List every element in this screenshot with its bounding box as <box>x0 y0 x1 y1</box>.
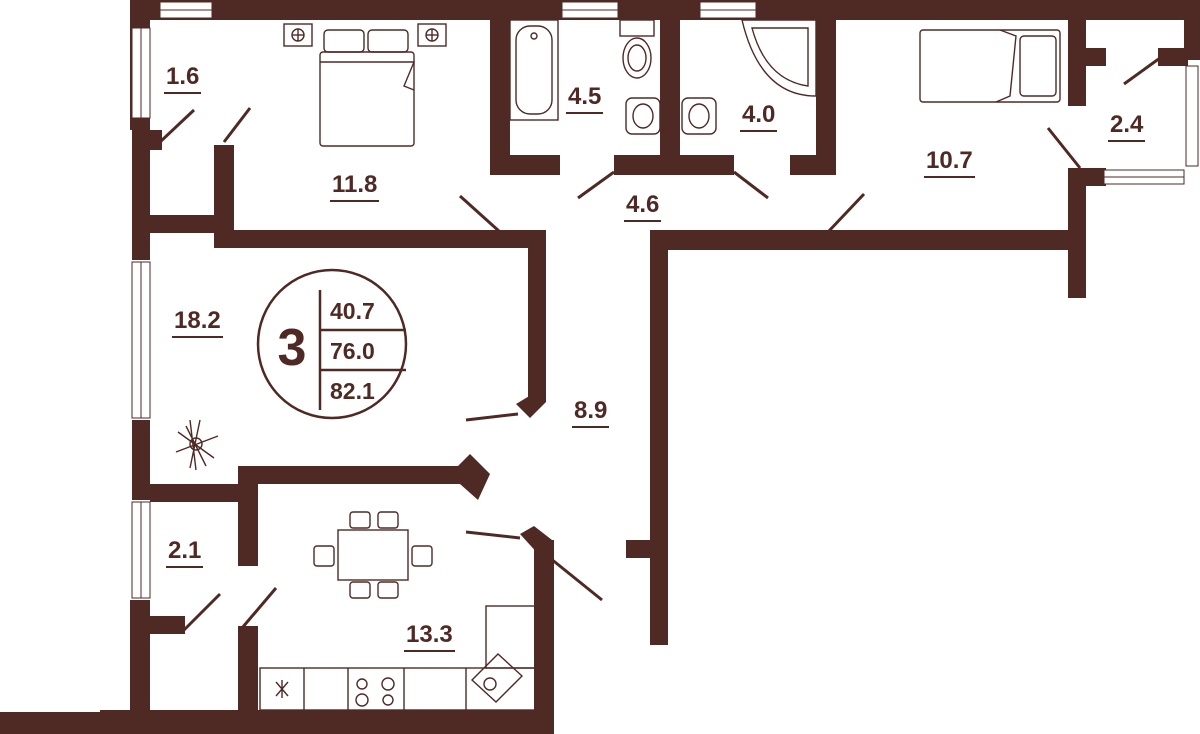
plant-icon <box>175 419 219 471</box>
area-hallway: 8.9 <box>572 398 610 428</box>
dining-table-icon <box>313 511 433 599</box>
sink-icon <box>625 97 717 135</box>
doors <box>158 56 1161 632</box>
stove-icon <box>355 677 395 707</box>
corner-bath-icon <box>741 19 817 97</box>
living-area-value: 40.7 <box>330 298 375 324</box>
area-bathroom: 4.5 <box>566 84 604 114</box>
summary-badge <box>256 268 408 420</box>
windows <box>131 1 1199 599</box>
area-living-room: 18.2 <box>172 308 223 338</box>
bed-icon <box>319 29 416 147</box>
outlet-icon <box>275 680 289 698</box>
area-kitchen: 13.3 <box>404 622 455 652</box>
total-area-value: 76.0 <box>330 338 375 364</box>
area-bathroom-small: 4.0 <box>740 102 778 132</box>
area-corridor: 4.6 <box>624 192 662 222</box>
total-area-with-balconies-value: 82.1 <box>330 378 375 404</box>
kitchen-sink-icon <box>470 653 524 703</box>
toilet-icon <box>619 19 655 79</box>
kitchen-counter <box>259 605 537 711</box>
area-balcony-top-left: 1.6 <box>164 64 202 94</box>
area-bedroom-top: 11.8 <box>330 172 380 202</box>
bathtub-icon <box>509 19 559 121</box>
rooms-count: 3 <box>277 319 307 377</box>
area-bedroom-right: 10.7 <box>924 148 975 178</box>
outlet-icon <box>283 23 447 47</box>
fixtures <box>175 19 1061 711</box>
bed-icon <box>919 29 1061 103</box>
area-balcony-right: 2.4 <box>1108 112 1146 142</box>
area-balcony-bottom-left: 2.1 <box>166 538 204 568</box>
